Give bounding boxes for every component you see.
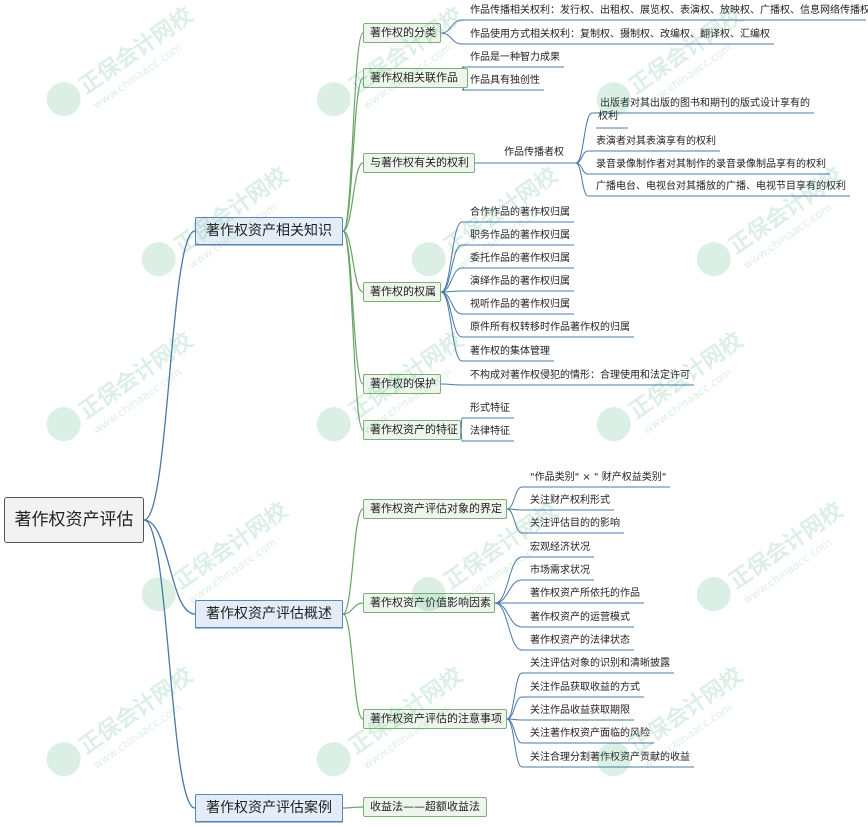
leaf-item: 职务作品的著作权归属: [470, 230, 570, 241]
connector-line: [494, 602, 523, 651]
subtopic: 著作权资产评估的注意事项: [363, 709, 507, 729]
leaf-item: 作品传播相关权利：发行权、出租权、展览权、表演权、放映权、广播权、信息网络传播权: [470, 5, 868, 16]
leaf-item: "作品类别" × " 财产权益类别": [530, 472, 667, 483]
leaf-item: 宏观经济状况: [530, 542, 590, 553]
leaf-item: 关注著作权资产面临的风险: [530, 728, 650, 739]
connector-line: [342, 230, 364, 385]
connector-line: [494, 556, 523, 604]
connector-line: [143, 519, 196, 809]
connector-line: [342, 508, 364, 615]
connector-line: [575, 112, 593, 164]
branch-topic: 著作权资产相关知识: [195, 217, 343, 245]
connector-line: [494, 579, 523, 604]
leaf-item: 著作权资产所依托的作品: [530, 588, 640, 599]
subtopic: 与著作权有关的权利: [363, 153, 475, 173]
subtopic: 著作权资产评估对象的界定: [363, 499, 507, 519]
leaf-item: 广播电台、电视台对其播放的广播、电视节目享有的权利: [596, 181, 846, 192]
connector-line: [440, 383, 463, 386]
branch-topic: 著作权资产评估概述: [195, 600, 343, 628]
connector-line: [460, 429, 463, 442]
leaf-item: 表演者对其表演享有的权利: [596, 136, 716, 147]
connector-line: [575, 162, 589, 197]
leaf-item: 关注合理分割著作权资产贡献的收益: [530, 752, 690, 763]
leaf-item: 演绎作品的著作权归属: [470, 276, 570, 287]
connector-line: [440, 244, 463, 293]
subtopic: 收益法——超额收益法: [363, 797, 487, 817]
leaf-item: 录音录像制作者对其制作的录音录像制品享有的权利: [596, 159, 826, 170]
leaf-item: 不构成对著作权侵犯的情形：合理使用和法定许可: [470, 370, 690, 381]
connector-line: [460, 417, 463, 431]
leaf-item: 视听作品的著作权归属: [470, 299, 570, 310]
connector-line: [143, 230, 196, 521]
leaf-item: 著作权资产的法律状态: [530, 635, 630, 646]
leaf-item: 关注评估对象的识别和清晰披露: [530, 658, 670, 669]
leaf-item: 出版者对其出版的图书和期刊的版式设计享有的: [600, 98, 810, 109]
leaf-item: 权利: [598, 111, 618, 122]
connector-line: [440, 267, 463, 293]
connector-line: [575, 150, 589, 164]
leaf-item: 形式特征: [470, 403, 510, 414]
connector-line: [342, 32, 364, 232]
leaf-item: 作品使用方式相关权利：复制权、摄制权、改编权、翻译权、汇编权: [470, 29, 770, 40]
connector-line: [342, 613, 364, 720]
leaf-item: 著作权的集体管理: [470, 346, 550, 357]
connector-line: [440, 291, 463, 362]
connector-line: [440, 19, 463, 34]
subtopic: 著作权相关联作品: [363, 68, 468, 88]
connector-line: [506, 486, 523, 510]
connector-line: [342, 806, 364, 809]
connector-line: [506, 696, 523, 720]
leaf-item: 市场需求状况: [530, 565, 590, 576]
connector-line: [440, 221, 463, 293]
subtopic: 著作权的权属: [363, 282, 441, 302]
leaf-item: 原件所有权转移时作品著作权的归属: [470, 322, 630, 333]
root-topic: 著作权资产评估: [4, 497, 144, 543]
leaf-item: 关注财产权利形式: [530, 495, 610, 506]
connector-line: [342, 77, 364, 232]
branch-topic: 著作权资产评估案例: [195, 794, 343, 822]
connector-line: [440, 291, 463, 338]
connector-line: [342, 602, 364, 615]
subtopic: 著作权资产价值影响因素: [363, 593, 495, 613]
connector-line: [143, 519, 196, 615]
leaf-item: 作品具有独创性: [470, 75, 540, 86]
subtopic: 著作权的保护: [363, 374, 441, 394]
leaf-item: 法律特征: [470, 426, 510, 437]
leaf-item: 作品是一种智力成果: [470, 52, 560, 63]
leaf-item: 著作权资产的运营模式: [530, 612, 630, 623]
connector-line: [506, 718, 523, 768]
leaf-item: 关注作品获取收益的方式: [530, 682, 640, 693]
leaf-item: 委托作品的著作权归属: [470, 253, 570, 264]
connector-line: [440, 32, 463, 45]
leaf-item: 合作作品的著作权归属: [470, 207, 570, 218]
connector-line: [506, 508, 523, 534]
connector-line: [506, 672, 523, 720]
connector-line: [342, 230, 364, 431]
subtopic: 著作权的分类: [363, 23, 441, 43]
subtopic-label: 作品传播者权: [504, 147, 564, 158]
leaf-item: 关注作品收益获取期限: [530, 705, 630, 716]
connector-line: [494, 602, 523, 628]
subtopic: 著作权资产的特征: [363, 420, 461, 440]
connector-line: [342, 162, 364, 232]
connector-line: [506, 718, 523, 744]
connector-line: [342, 230, 364, 293]
leaf-item: 关注评估目的的影响: [530, 518, 620, 529]
